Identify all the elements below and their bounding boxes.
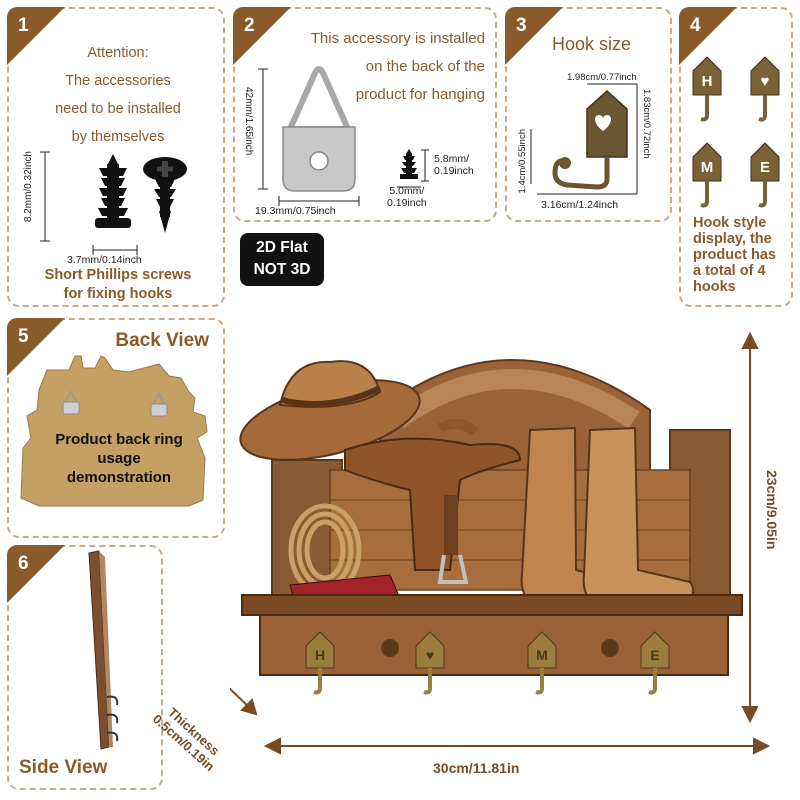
side-view-title: Side View	[19, 757, 108, 778]
hook-left-dim: 1.4cm/0.55inch	[517, 129, 528, 194]
product-hook-m	[527, 631, 557, 695]
hook-style-caption: Hook style display, the product has a to…	[693, 215, 776, 295]
product-width-dim: 30cm/11.81in	[433, 760, 520, 776]
product-hook-letter: ♥	[425, 647, 435, 663]
screws-caption: Short Phillips screws for fixing hooks	[9, 266, 227, 304]
product-hook-e	[640, 631, 670, 695]
panel-number: 3	[516, 15, 527, 36]
attention-line: Attention:	[87, 45, 149, 61]
badge-line: NOT 3D	[253, 261, 311, 278]
panel-2-hanger: 2 This accessory is installed on the bac…	[233, 7, 497, 222]
hook-heart-icon	[750, 56, 780, 122]
product-illustration	[230, 331, 771, 755]
dim-line: 5.0mm/	[389, 185, 425, 197]
hook-letter: H	[701, 73, 713, 90]
caption-line: Short Phillips screws	[44, 267, 192, 283]
panel-number: 5	[18, 326, 29, 347]
hook-top-dim: 1.98cm/0.77inch	[567, 72, 637, 83]
product-hook-h	[305, 631, 335, 695]
caption-line: usage	[97, 450, 141, 467]
panel-number: 4	[690, 15, 701, 36]
attention-note: Attention: The accessories need to be in…	[9, 39, 227, 151]
cowboy-boots-icon	[520, 426, 695, 601]
small-screw-icon	[400, 149, 418, 179]
product-hook-letter: H	[314, 647, 326, 663]
panel-number-badge	[233, 7, 291, 65]
badge-line: 2D Flat	[256, 239, 308, 256]
caption-line: display, the	[693, 231, 772, 247]
screws-illustration	[40, 151, 187, 255]
d-ring-icon	[62, 390, 80, 415]
note-line: on the back of the	[365, 58, 485, 75]
flat-2d-badge: 2D Flat NOT 3D	[240, 233, 324, 286]
panel-number: 2	[244, 15, 255, 36]
hook-styles-illustration	[692, 56, 780, 208]
height-arrow	[741, 331, 759, 724]
panel-3-hook-size: 3 Hook size 1.98cm/0.77inch 1.83cm/0.72i…	[505, 7, 672, 222]
back-view-title: Back View	[115, 330, 209, 351]
hook-m-icon	[692, 142, 722, 208]
back-board-illustration	[20, 355, 208, 507]
hook-letter: E	[759, 159, 770, 176]
back-view-caption: Product back ring usage demonstration	[29, 430, 209, 487]
hook-right-dim: 1.83cm/0.72inch	[641, 89, 652, 159]
hook-illustration	[530, 83, 638, 195]
panel-number: 6	[18, 553, 29, 574]
caption-line: demonstration	[66, 469, 172, 486]
panel-number-badge	[7, 7, 65, 65]
product-hook-letter: M	[536, 647, 548, 663]
caption-line: for fixing hooks	[63, 286, 173, 302]
hook-letter: ♥	[760, 73, 770, 90]
caption-line: Hook style	[693, 215, 767, 231]
hook-h-icon	[692, 56, 722, 122]
d-ring-hanger-icon	[282, 66, 356, 192]
width-arrow	[263, 737, 771, 755]
caption-line: product has	[693, 247, 776, 263]
attention-line: need to be installed	[55, 101, 181, 117]
thickness-arrow	[230, 687, 258, 716]
panel-5-back-view: 5 Back View Product back ring usage demo…	[7, 318, 225, 538]
panel-number: 1	[18, 15, 29, 36]
d-ring-icon	[150, 392, 168, 417]
panel-number-badge	[679, 7, 737, 65]
hanger-note: This accessory is installed on the back …	[311, 25, 485, 109]
panel-1-screws: 1 Attention: The accessories need to be …	[7, 7, 225, 307]
house-hook-icon	[552, 89, 628, 190]
panel-6-side-view: 6 Side View	[7, 545, 163, 790]
screw-head-icon	[143, 157, 187, 233]
hanger-width-dim: 19.3mm/0.75inch	[255, 205, 336, 217]
hanger-height-dim: 42mm/1.65inch	[243, 87, 254, 156]
product-hook-heart	[415, 631, 445, 695]
note-line: product for hanging	[355, 86, 485, 103]
caption-line: Product back ring	[55, 431, 183, 448]
product-height-dim: 23cm/9.05in	[764, 470, 780, 550]
attention-line: by themselves	[71, 129, 165, 145]
small-screw-width-dim: 5.0mm/ 0.19inch	[387, 185, 427, 209]
screw-width-dim: 3.7mm/0.14inch	[67, 254, 142, 266]
small-screw-height-dim: 5.8mm/ 0.19inch	[434, 153, 474, 177]
screw-height-dim: 8.2mm/0.32inch	[23, 151, 34, 223]
panel-number-badge	[7, 318, 65, 376]
dim-line: 5.8mm/	[434, 153, 470, 165]
panel-number-badge	[7, 545, 65, 603]
hanger-illustration	[258, 66, 429, 206]
panel-4-hook-styles: 4 H ♥ M E Hook style display, the produc…	[679, 7, 793, 307]
side-board-illustration	[88, 550, 119, 750]
hook-bottom-dim: 3.16cm/1.24inch	[541, 199, 619, 211]
dim-line: 0.19inch	[434, 165, 474, 177]
caption-line: a total of 4	[693, 263, 766, 279]
hook-size-title: Hook size	[552, 34, 632, 54]
note-line: This accessory is installed	[310, 30, 485, 47]
cowboy-hat-icon	[239, 360, 421, 461]
hook-letter: M	[700, 159, 714, 176]
saddle-icon	[344, 418, 522, 584]
hook-e-icon	[750, 142, 780, 208]
screw-side-icon	[95, 154, 131, 228]
panel-number-badge	[505, 7, 563, 65]
caption-line: hooks	[693, 279, 736, 295]
product-hook-letter: E	[650, 647, 660, 663]
dim-line: 0.19inch	[387, 197, 427, 209]
attention-line: The accessories	[65, 73, 171, 89]
